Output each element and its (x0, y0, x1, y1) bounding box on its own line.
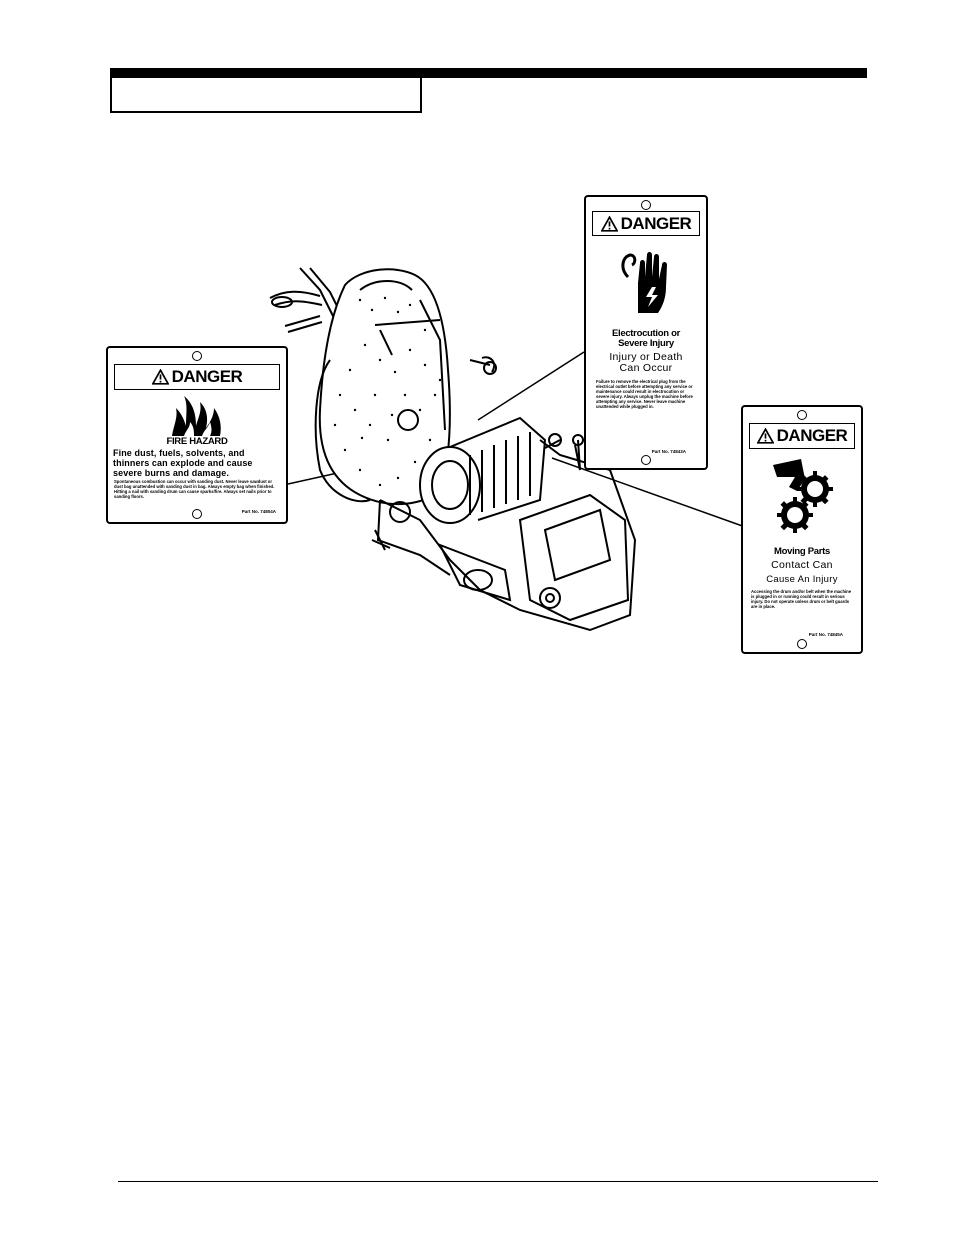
mounting-hole (641, 455, 651, 465)
electrocution-fine-print: Failure to remove the electrical plug fr… (596, 379, 693, 409)
floor-sander-illustration (269, 267, 749, 632)
electrocution-sub-line1: Injury or Death (609, 351, 683, 363)
section-header-box (110, 78, 422, 113)
danger-word: DANGER (776, 426, 848, 445)
fire-icon (172, 396, 221, 436)
moving-parts-title: Moving Parts (773, 546, 831, 557)
electrocution-sub-line2: Can Occur (619, 362, 673, 374)
mounting-hole (192, 351, 202, 361)
footer-rule (118, 1181, 878, 1182)
moving-parts-label: DANGER Moving Parts Contact Can Cause An… (741, 405, 863, 654)
mounting-hole (797, 639, 807, 649)
fire-hazard-warning: Fine dust, fuels, solvents, and thinners… (113, 448, 253, 478)
danger-header: DANGER (114, 364, 280, 390)
electrocution-part-number: Part No. 74843A (651, 449, 686, 454)
moving-gears-hand-icon (773, 459, 833, 533)
fire-part-number: Part No. 74804A (241, 509, 276, 514)
moving-parts-sub-line2: Cause An Injury (766, 574, 838, 585)
mounting-hole (641, 200, 651, 210)
warning-triangle-icon (756, 428, 774, 444)
danger-word: DANGER (171, 367, 243, 386)
moving-parts-sub-line1: Contact Can (771, 559, 833, 571)
electrocution-title-line2: Severe Injury (618, 338, 674, 349)
electric-shock-hand-icon (621, 252, 667, 313)
warning-triangle-icon (600, 215, 618, 232)
fire-hazard-label: DANGER FIRE HAZARD Fine dust, fuels, sol… (106, 346, 288, 524)
danger-word: DANGER (620, 213, 692, 233)
fire-hazard-fine-print: Spontaneous combustion can occur with sa… (114, 479, 275, 499)
mounting-hole (797, 410, 807, 420)
danger-header: DANGER (592, 211, 700, 236)
moving-parts-fine-print: Accessing the drum and/or belt when the … (751, 589, 852, 609)
fire-hazard-title: FIRE HAZARD (166, 436, 228, 447)
electrocution-label: DANGER Electrocution or Severe Injury In… (584, 195, 708, 470)
warning-triangle-icon (151, 369, 169, 385)
header-rule (110, 68, 867, 78)
mounting-hole (192, 509, 202, 519)
danger-header: DANGER (749, 423, 855, 449)
moving-parts-part-number: Part No. 74845A (808, 632, 843, 637)
electrocution-title-line1: Electrocution or (611, 328, 681, 339)
